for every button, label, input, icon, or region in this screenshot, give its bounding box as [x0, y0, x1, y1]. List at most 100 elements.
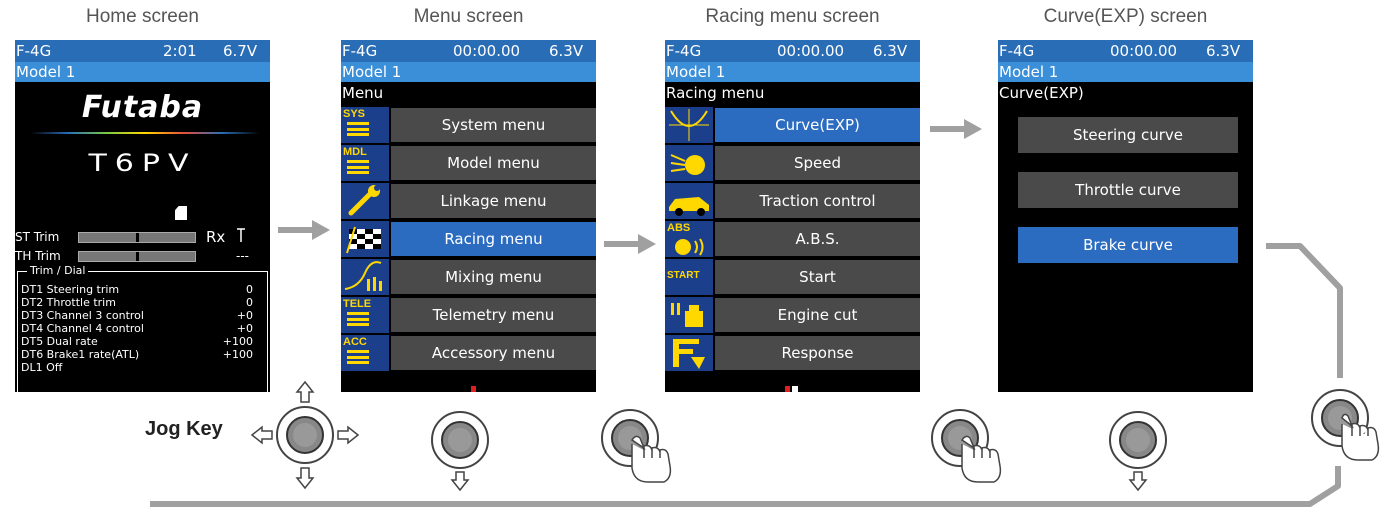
menu-item-label: Response	[715, 336, 920, 370]
model-name-bar: Model 1	[341, 62, 596, 82]
menu-item-system[interactable]: SYS System menu	[341, 107, 596, 143]
jog-key-label: Jog Key	[145, 418, 223, 440]
jog-key-press[interactable]	[930, 408, 1010, 488]
wrench-icon	[341, 183, 389, 219]
menu-item-model[interactable]: MDL Model menu	[341, 145, 596, 181]
menu-item-racing[interactable]: Racing menu	[341, 221, 596, 257]
arrow-right-icon	[930, 119, 982, 139]
menu-item-label: Mixing menu	[391, 260, 596, 294]
racing-item-curve[interactable]: Curve(EXP)	[665, 107, 920, 143]
trim-dial-row: DT3 Channel 3 control+0	[21, 309, 253, 322]
page-indicator-current	[792, 386, 798, 392]
trim-dial-row: DT4 Channel 4 control+0	[21, 322, 253, 335]
timer: 00:00.00	[453, 42, 521, 60]
timer: 00:00.00	[1110, 42, 1178, 60]
status-bar: F-4G 00:00.00 6.3V	[665, 40, 920, 62]
model-id: F-4G	[999, 42, 1035, 60]
jog-key-down[interactable]	[430, 410, 490, 492]
menu-item-label: Linkage menu	[391, 184, 596, 218]
battery-voltage: 6.3V	[549, 42, 584, 60]
menu-item-label: Telemetry menu	[391, 298, 596, 332]
throttle-curve-button[interactable]: Throttle curve	[1018, 172, 1238, 208]
page-indicator	[785, 386, 790, 392]
caption-menu-screen: Menu screen	[413, 6, 524, 27]
engine-icon	[665, 297, 713, 333]
arrow-right-icon	[278, 220, 330, 240]
menu-item-label: Start	[715, 260, 920, 294]
racing-item-engine-cut[interactable]: Engine cut	[665, 297, 920, 333]
trim-dial-row: DT5 Dual rate+100	[21, 335, 253, 348]
screen-title: Curve(EXP)	[999, 84, 1084, 102]
status-bar: F-4G 00:00.00 6.3V	[998, 40, 1253, 62]
home-screen: F-4G 2:01 6.7V Model 1 Futaba T6PV ST Tr…	[15, 40, 270, 392]
model-id: F-4G	[666, 42, 702, 60]
curve-icon	[665, 107, 713, 143]
racing-item-abs[interactable]: ABS A.B.S.	[665, 221, 920, 257]
caption-home-screen: Home screen	[86, 6, 199, 27]
menu-item-label: Traction control	[715, 184, 920, 218]
status-bar: F-4G 00:00.00 6.3V	[341, 40, 596, 62]
menu-item-label: A.B.S.	[715, 222, 920, 256]
sd-card-icon	[175, 206, 187, 220]
screen-title: Menu	[342, 84, 384, 102]
menu-item-telemetry[interactable]: TELE Telemetry menu	[341, 297, 596, 333]
model-id: F-4G	[342, 42, 378, 60]
model-id: F-4G	[16, 42, 52, 60]
timer: 00:00.00	[777, 42, 845, 60]
model-name-bar: Model 1	[665, 62, 920, 82]
checkered-flag-icon	[341, 221, 389, 257]
th-trim-bar	[78, 251, 196, 262]
rx-value: ---	[236, 249, 249, 263]
car-icon	[665, 183, 713, 219]
menu-item-label: System menu	[391, 108, 596, 142]
caption-racing-menu-screen: Racing menu screen	[705, 6, 880, 27]
racing-menu-screen: F-4G 00:00.00 6.3V Model 1 Racing menu C…	[665, 40, 920, 392]
tele-icon: TELE	[341, 297, 389, 333]
brake-curve-button[interactable]: Brake curve	[1018, 227, 1238, 263]
steering-curve-button[interactable]: Steering curve	[1018, 117, 1238, 153]
product-logo: T6PV	[88, 149, 197, 178]
battery-voltage: 6.3V	[873, 42, 908, 60]
menu-item-label: Model menu	[391, 146, 596, 180]
menu-item-mixing[interactable]: Mixing menu	[341, 259, 596, 295]
caption-curve-screen: Curve(EXP) screen	[1043, 6, 1208, 27]
trim-dial-row: DL1 Off	[21, 361, 63, 374]
abs-icon: ABS	[665, 221, 713, 257]
racing-item-start[interactable]: START Start	[665, 259, 920, 295]
model-name-bar: Model 1	[15, 62, 270, 82]
menu-item-linkage[interactable]: Linkage menu	[341, 183, 596, 219]
trim-dial-row: DT6 Brake1 rate(ATL)+100	[21, 348, 253, 361]
antenna-icon	[236, 227, 246, 242]
menu-item-label: Engine cut	[715, 298, 920, 332]
jog-key-dpad[interactable]	[250, 380, 360, 490]
sys-icon: SYS	[341, 107, 389, 143]
st-trim-label: ST Trim	[15, 230, 60, 244]
th-trim-label: TH Trim	[15, 249, 61, 263]
jog-key-press[interactable]	[600, 408, 680, 488]
model-name-bar: Model 1	[998, 62, 1253, 82]
menu-item-accessory[interactable]: ACC Accessory menu	[341, 335, 596, 371]
timer: 2:01	[163, 42, 197, 60]
racing-item-traction[interactable]: Traction control	[665, 183, 920, 219]
page-indicator	[471, 386, 476, 392]
trim-dial-box	[17, 271, 268, 392]
racing-item-response[interactable]: Response	[665, 335, 920, 371]
jog-key-down[interactable]	[1108, 410, 1168, 492]
response-icon	[665, 335, 713, 371]
racing-item-speed[interactable]: Speed	[665, 145, 920, 181]
jog-key-press[interactable]	[1306, 384, 1386, 468]
rx-label: Rx	[206, 228, 226, 246]
battery-voltage: 6.7V	[223, 42, 258, 60]
status-bar: F-4G 2:01 6.7V	[15, 40, 270, 62]
arrow-right-icon	[604, 234, 656, 254]
st-trim-bar	[78, 232, 196, 243]
futaba-logo: Futaba	[81, 90, 204, 125]
speed-icon	[665, 145, 713, 181]
menu-screen: F-4G 00:00.00 6.3V Model 1 Menu SYS Syst…	[341, 40, 596, 392]
menu-item-label: Accessory menu	[391, 336, 596, 370]
menu-item-label: Speed	[715, 146, 920, 180]
start-icon: START	[665, 259, 713, 295]
